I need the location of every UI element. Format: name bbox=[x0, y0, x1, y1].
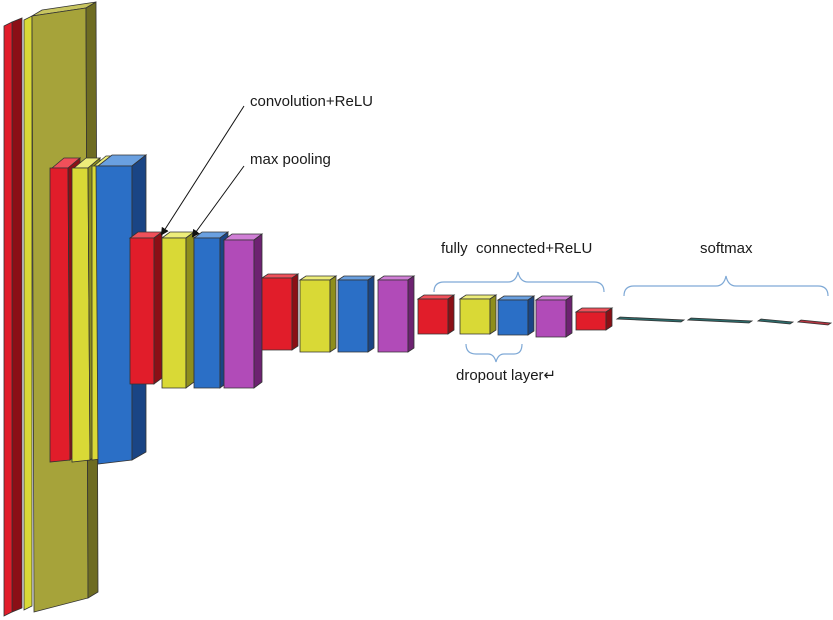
fc-red-front bbox=[575, 311, 607, 331]
conv-block-3 bbox=[260, 273, 416, 353]
annotation-arrows bbox=[160, 105, 245, 238]
conv4-yellow-front bbox=[459, 298, 491, 335]
input-red-slab-side bbox=[11, 17, 23, 613]
softmax-bar-2 bbox=[686, 317, 754, 324]
softmax-bracket bbox=[623, 275, 829, 297]
conv2-red-front bbox=[129, 237, 155, 385]
conv3-red-front bbox=[261, 277, 293, 351]
max-pooling-arrow bbox=[191, 165, 245, 238]
conv3-red-side bbox=[291, 273, 299, 351]
brackets bbox=[433, 271, 829, 363]
conv3-yellow-side bbox=[329, 275, 337, 353]
conv-block-4 bbox=[416, 294, 574, 338]
input-yellow-slab bbox=[23, 15, 33, 611]
conv-relu-label: convolution+ReLU bbox=[250, 93, 373, 110]
fully-connected-label: fully connected+ReLU bbox=[441, 240, 592, 257]
conv4-blue-side bbox=[527, 295, 535, 336]
conv1-red-front bbox=[49, 167, 71, 463]
conv1-yellow-front bbox=[71, 167, 91, 463]
conv-block-1 bbox=[49, 154, 148, 465]
conv-block-2 bbox=[128, 231, 264, 389]
softmax-bar-3 bbox=[756, 318, 795, 325]
fc-block bbox=[574, 307, 614, 331]
conv4-magenta-side bbox=[565, 295, 573, 338]
fc-bracket bbox=[433, 271, 605, 293]
input-red-slab-front bbox=[3, 21, 13, 617]
conv4-magenta-front bbox=[535, 299, 567, 338]
dropout-bracket bbox=[465, 343, 523, 363]
conv3-magenta-side bbox=[407, 275, 415, 353]
conv4-yellow-side bbox=[489, 294, 497, 335]
conv-relu-arrow bbox=[160, 105, 245, 236]
softmax-bars bbox=[615, 316, 833, 326]
conv3-blue-side bbox=[367, 275, 375, 353]
conv3-magenta-front bbox=[377, 279, 409, 353]
conv1-blue-front bbox=[95, 165, 133, 465]
conv2-blue-front bbox=[193, 237, 221, 389]
max-pooling-label: max pooling bbox=[250, 151, 331, 168]
dropout-label: dropout layer↵ bbox=[456, 367, 556, 384]
conv3-blue-front bbox=[337, 279, 369, 353]
conv4-red-side bbox=[447, 294, 455, 335]
softmax-bar-4 bbox=[796, 319, 833, 326]
conv2-red-side bbox=[153, 231, 163, 385]
conv2-yellow-side bbox=[185, 231, 195, 389]
conv4-blue-front bbox=[497, 299, 529, 336]
conv2-magenta-side bbox=[253, 233, 263, 389]
softmax-bar-1 bbox=[615, 316, 686, 323]
conv4-red-front bbox=[417, 298, 449, 335]
fc-red-side bbox=[605, 307, 613, 331]
conv2-yellow-front bbox=[161, 237, 187, 389]
conv2-magenta-front bbox=[223, 239, 255, 389]
softmax-label: softmax bbox=[700, 240, 753, 257]
conv3-yellow-front bbox=[299, 279, 331, 353]
